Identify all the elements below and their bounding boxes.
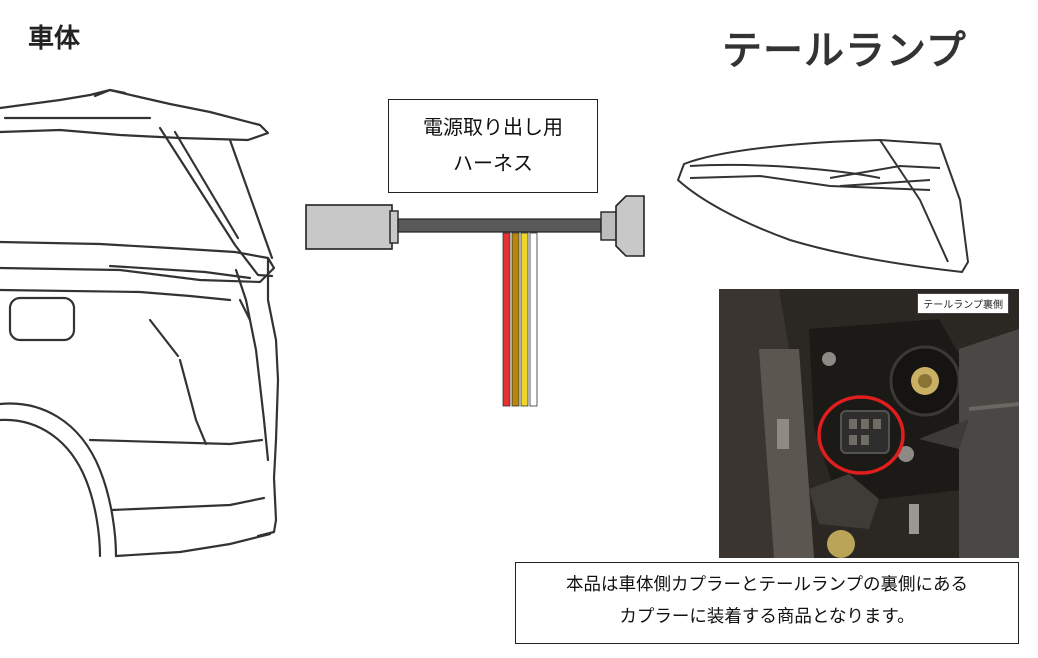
tail-lamp-back-photo: テールランプ裏側 bbox=[719, 289, 1019, 558]
harness-wire bbox=[511, 232, 520, 407]
connector-highlight-circle bbox=[817, 395, 905, 475]
photo-scene bbox=[719, 289, 1019, 558]
harness-wire bbox=[529, 232, 538, 407]
harness-label-line2: ハーネス bbox=[453, 151, 533, 175]
note-line1: 本品は車体側カプラーとテールランプの裏側にある bbox=[566, 575, 968, 595]
vehicle-body-heading: 車体 bbox=[28, 24, 81, 54]
harness-wire bbox=[520, 232, 529, 407]
note-line2: カプラーに装着する商品となります。 bbox=[619, 607, 915, 627]
vehicle-rear-illustration bbox=[0, 88, 280, 558]
tail-lamp-heading: テールランプ bbox=[722, 28, 967, 74]
product-note-box: 本品は車体側カプラーとテールランプの裏側にある カプラーに装着する商品となります… bbox=[515, 562, 1019, 644]
harness-wire bbox=[502, 232, 511, 407]
photo-label: テールランプ裏側 bbox=[917, 293, 1009, 314]
harness-label-line1: 電源取り出し用 bbox=[423, 115, 563, 139]
harness-label-box: 電源取り出し用 ハーネス bbox=[388, 99, 598, 193]
